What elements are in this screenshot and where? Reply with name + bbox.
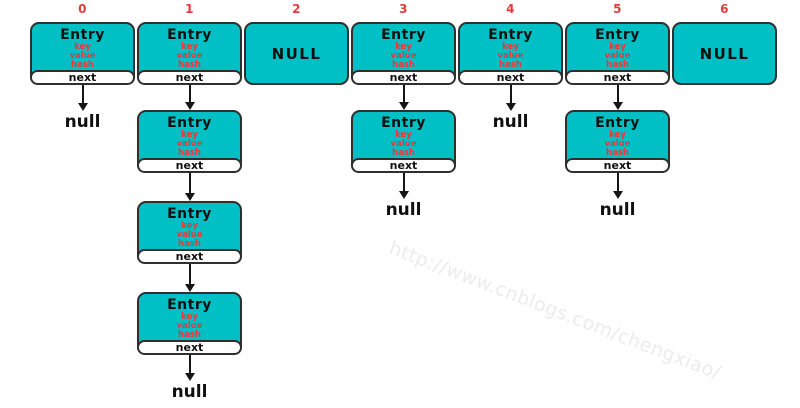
next-pointer: next [137,158,242,173]
bucket-index-label-3: 3 [399,2,408,16]
entry-title: Entry [167,206,212,222]
entry-field-key: key [502,42,519,52]
entry-title: Entry [595,115,640,131]
chain-terminal-null-4: null [492,112,529,132]
down-arrow-head-icon-3-end [398,191,409,199]
chain-terminal-null-3: null [385,200,422,220]
entry-title: Entry [488,27,533,43]
next-pointer: next [458,70,563,85]
entry-field-value: value [176,51,203,61]
down-arrow-head-icon-1-end [184,373,195,381]
down-arrow-head-icon-3-0 [398,102,409,110]
entry-title: Entry [167,115,212,131]
entry-field-value: value [390,139,417,149]
bucket-index-label-1: 1 [185,2,194,16]
down-arrow-line-3-end [402,173,405,191]
down-arrow-line-1-end [188,355,191,373]
entry-title: Entry [167,27,212,43]
down-arrow-head-icon-5-0 [612,102,623,110]
entry-field-value: value [176,321,203,331]
next-pointer: next [30,70,135,85]
chain-terminal-null-5: null [599,200,636,220]
empty-bucket-node-2: NULL [244,22,349,85]
down-arrow-line-3-0 [402,85,405,102]
entry-field-key: key [609,42,626,52]
down-arrow-line-1-0 [188,85,191,102]
entry-field-key: key [395,130,412,140]
next-pointer: next [351,158,456,173]
down-arrow-line-1-1 [188,173,191,193]
next-pointer: next [137,340,242,355]
entry-field-key: key [181,221,198,231]
entry-field-hash: hash [499,60,522,70]
entry-title: Entry [381,27,426,43]
entry-title: Entry [167,297,212,313]
entry-field-hash: hash [606,148,629,158]
down-arrow-line-5-end [616,173,619,191]
down-arrow-head-icon-0-end [77,103,88,111]
entry-title: Entry [595,27,640,43]
entry-field-key: key [74,42,91,52]
entry-field-value: value [604,139,631,149]
down-arrow-head-icon-1-2 [184,284,195,292]
next-pointer: next [351,70,456,85]
entry-field-hash: hash [392,60,415,70]
bucket-index-label-5: 5 [613,2,622,16]
entry-title: Entry [60,27,105,43]
entry-field-key: key [395,42,412,52]
watermark: http://www.cnblogs.com/chengxiao/ [386,237,724,385]
entry-field-key: key [181,42,198,52]
bucket-index-label-4: 4 [506,2,515,16]
entry-field-hash: hash [178,330,201,340]
down-arrow-line-0-end [81,85,84,103]
empty-bucket-node-6: NULL [672,22,777,85]
entry-field-value: value [497,51,524,61]
down-arrow-head-icon-1-1 [184,193,195,201]
entry-field-key: key [181,130,198,140]
bucket-index-label-2: 2 [292,2,301,16]
bucket-index-label-0: 0 [78,2,87,16]
entry-field-value: value [176,139,203,149]
entry-field-key: key [181,312,198,322]
entry-field-hash: hash [392,148,415,158]
chain-terminal-null-1: null [171,382,208,402]
chain-terminal-null-0: null [64,112,101,132]
entry-field-value: value [390,51,417,61]
entry-field-hash: hash [178,148,201,158]
down-arrow-head-icon-4-end [505,103,516,111]
next-pointer: next [565,70,670,85]
next-pointer: next [565,158,670,173]
entry-field-value: value [604,51,631,61]
next-pointer: next [137,249,242,264]
down-arrow-line-1-2 [188,264,191,284]
next-pointer: next [137,70,242,85]
bucket-index-label-6: 6 [720,2,729,16]
entry-field-hash: hash [178,60,201,70]
down-arrow-line-4-end [509,85,512,103]
entry-field-key: key [609,130,626,140]
entry-field-value: value [69,51,96,61]
entry-title: Entry [381,115,426,131]
entry-field-hash: hash [606,60,629,70]
entry-field-hash: hash [71,60,94,70]
down-arrow-head-icon-1-0 [184,102,195,110]
down-arrow-head-icon-5-end [612,191,623,199]
entry-field-value: value [176,230,203,240]
entry-field-hash: hash [178,239,201,249]
down-arrow-line-5-0 [616,85,619,102]
